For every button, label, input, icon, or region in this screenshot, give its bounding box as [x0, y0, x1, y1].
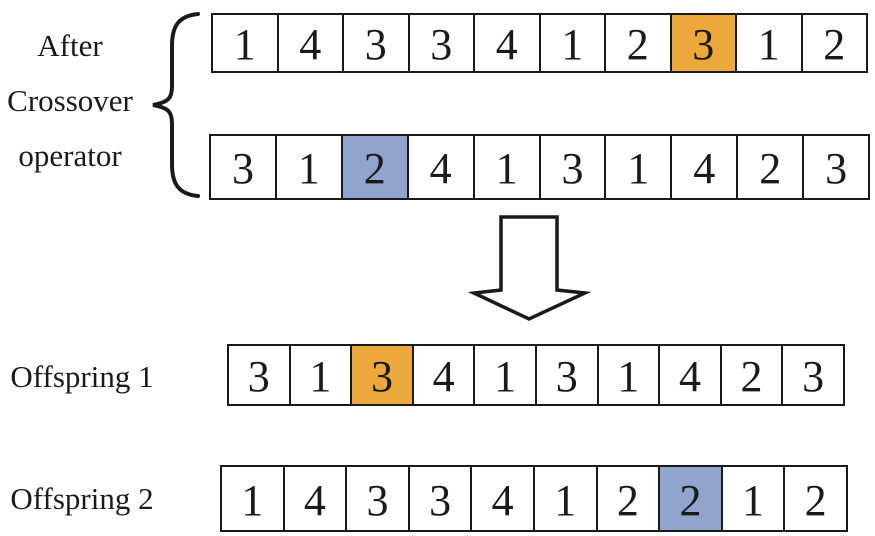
- gene-cell: 3: [409, 467, 473, 530]
- gene-cell-highlighted: 3: [671, 15, 737, 71]
- gene-cell-highlighted: 3: [352, 346, 414, 404]
- gene-cell: 4: [660, 346, 722, 404]
- gene-cell: 3: [211, 136, 277, 198]
- gene-cell: 1: [290, 346, 353, 404]
- gene-cell: 3: [409, 15, 475, 71]
- offspring1-label: Offspring 1: [10, 359, 154, 394]
- gene-cell: 3: [344, 15, 410, 71]
- gene-cell: 2: [785, 467, 846, 530]
- offspring2-label: Offspring 2: [10, 481, 154, 516]
- gene-cell: 1: [598, 346, 661, 404]
- gene-cell: 1: [474, 136, 541, 198]
- gene-cell: 3: [804, 136, 869, 198]
- curly-brace-icon: [152, 12, 200, 198]
- gene-cell: 3: [536, 346, 599, 404]
- gene-cell: 1: [737, 15, 803, 71]
- gene-cell: 1: [722, 467, 786, 530]
- label-line-crossover: Crossover: [7, 83, 133, 118]
- gene-cell: 1: [213, 15, 279, 71]
- gene-cell: 3: [540, 136, 607, 198]
- gene-cell: 2: [606, 15, 672, 71]
- gene-cell-highlighted: 2: [342, 136, 409, 198]
- down-arrow-icon: [467, 215, 592, 321]
- gene-cell: 4: [472, 467, 535, 530]
- gene-cell: 4: [408, 136, 475, 198]
- gene-cell: 1: [606, 136, 673, 198]
- after-crossover-operator-label: After Crossover operator: [0, 18, 140, 183]
- gene-cell: 2: [597, 467, 661, 530]
- gene-cell: 2: [802, 15, 866, 71]
- gene-cell: 1: [222, 467, 285, 530]
- gene-cell: 4: [278, 15, 344, 71]
- gene-cell: 3: [783, 346, 843, 404]
- gene-cell: 4: [672, 136, 739, 198]
- gene-cell: 1: [276, 136, 343, 198]
- gene-cell: 3: [347, 467, 410, 530]
- label-line-after: After: [37, 28, 103, 63]
- gene-cell: 2: [738, 136, 805, 198]
- gene-cell: 4: [413, 346, 476, 404]
- label-line-operator: operator: [18, 138, 122, 173]
- gene-cell-highlighted: 2: [660, 467, 723, 530]
- gene-cell: 1: [534, 467, 598, 530]
- gene-cell: 4: [284, 467, 348, 530]
- gene-cell: 1: [475, 346, 537, 404]
- gene-cell: 3: [229, 346, 291, 404]
- gene-cell: 4: [475, 15, 541, 71]
- gene-cell: 2: [721, 346, 784, 404]
- gene-cell: 1: [540, 15, 606, 71]
